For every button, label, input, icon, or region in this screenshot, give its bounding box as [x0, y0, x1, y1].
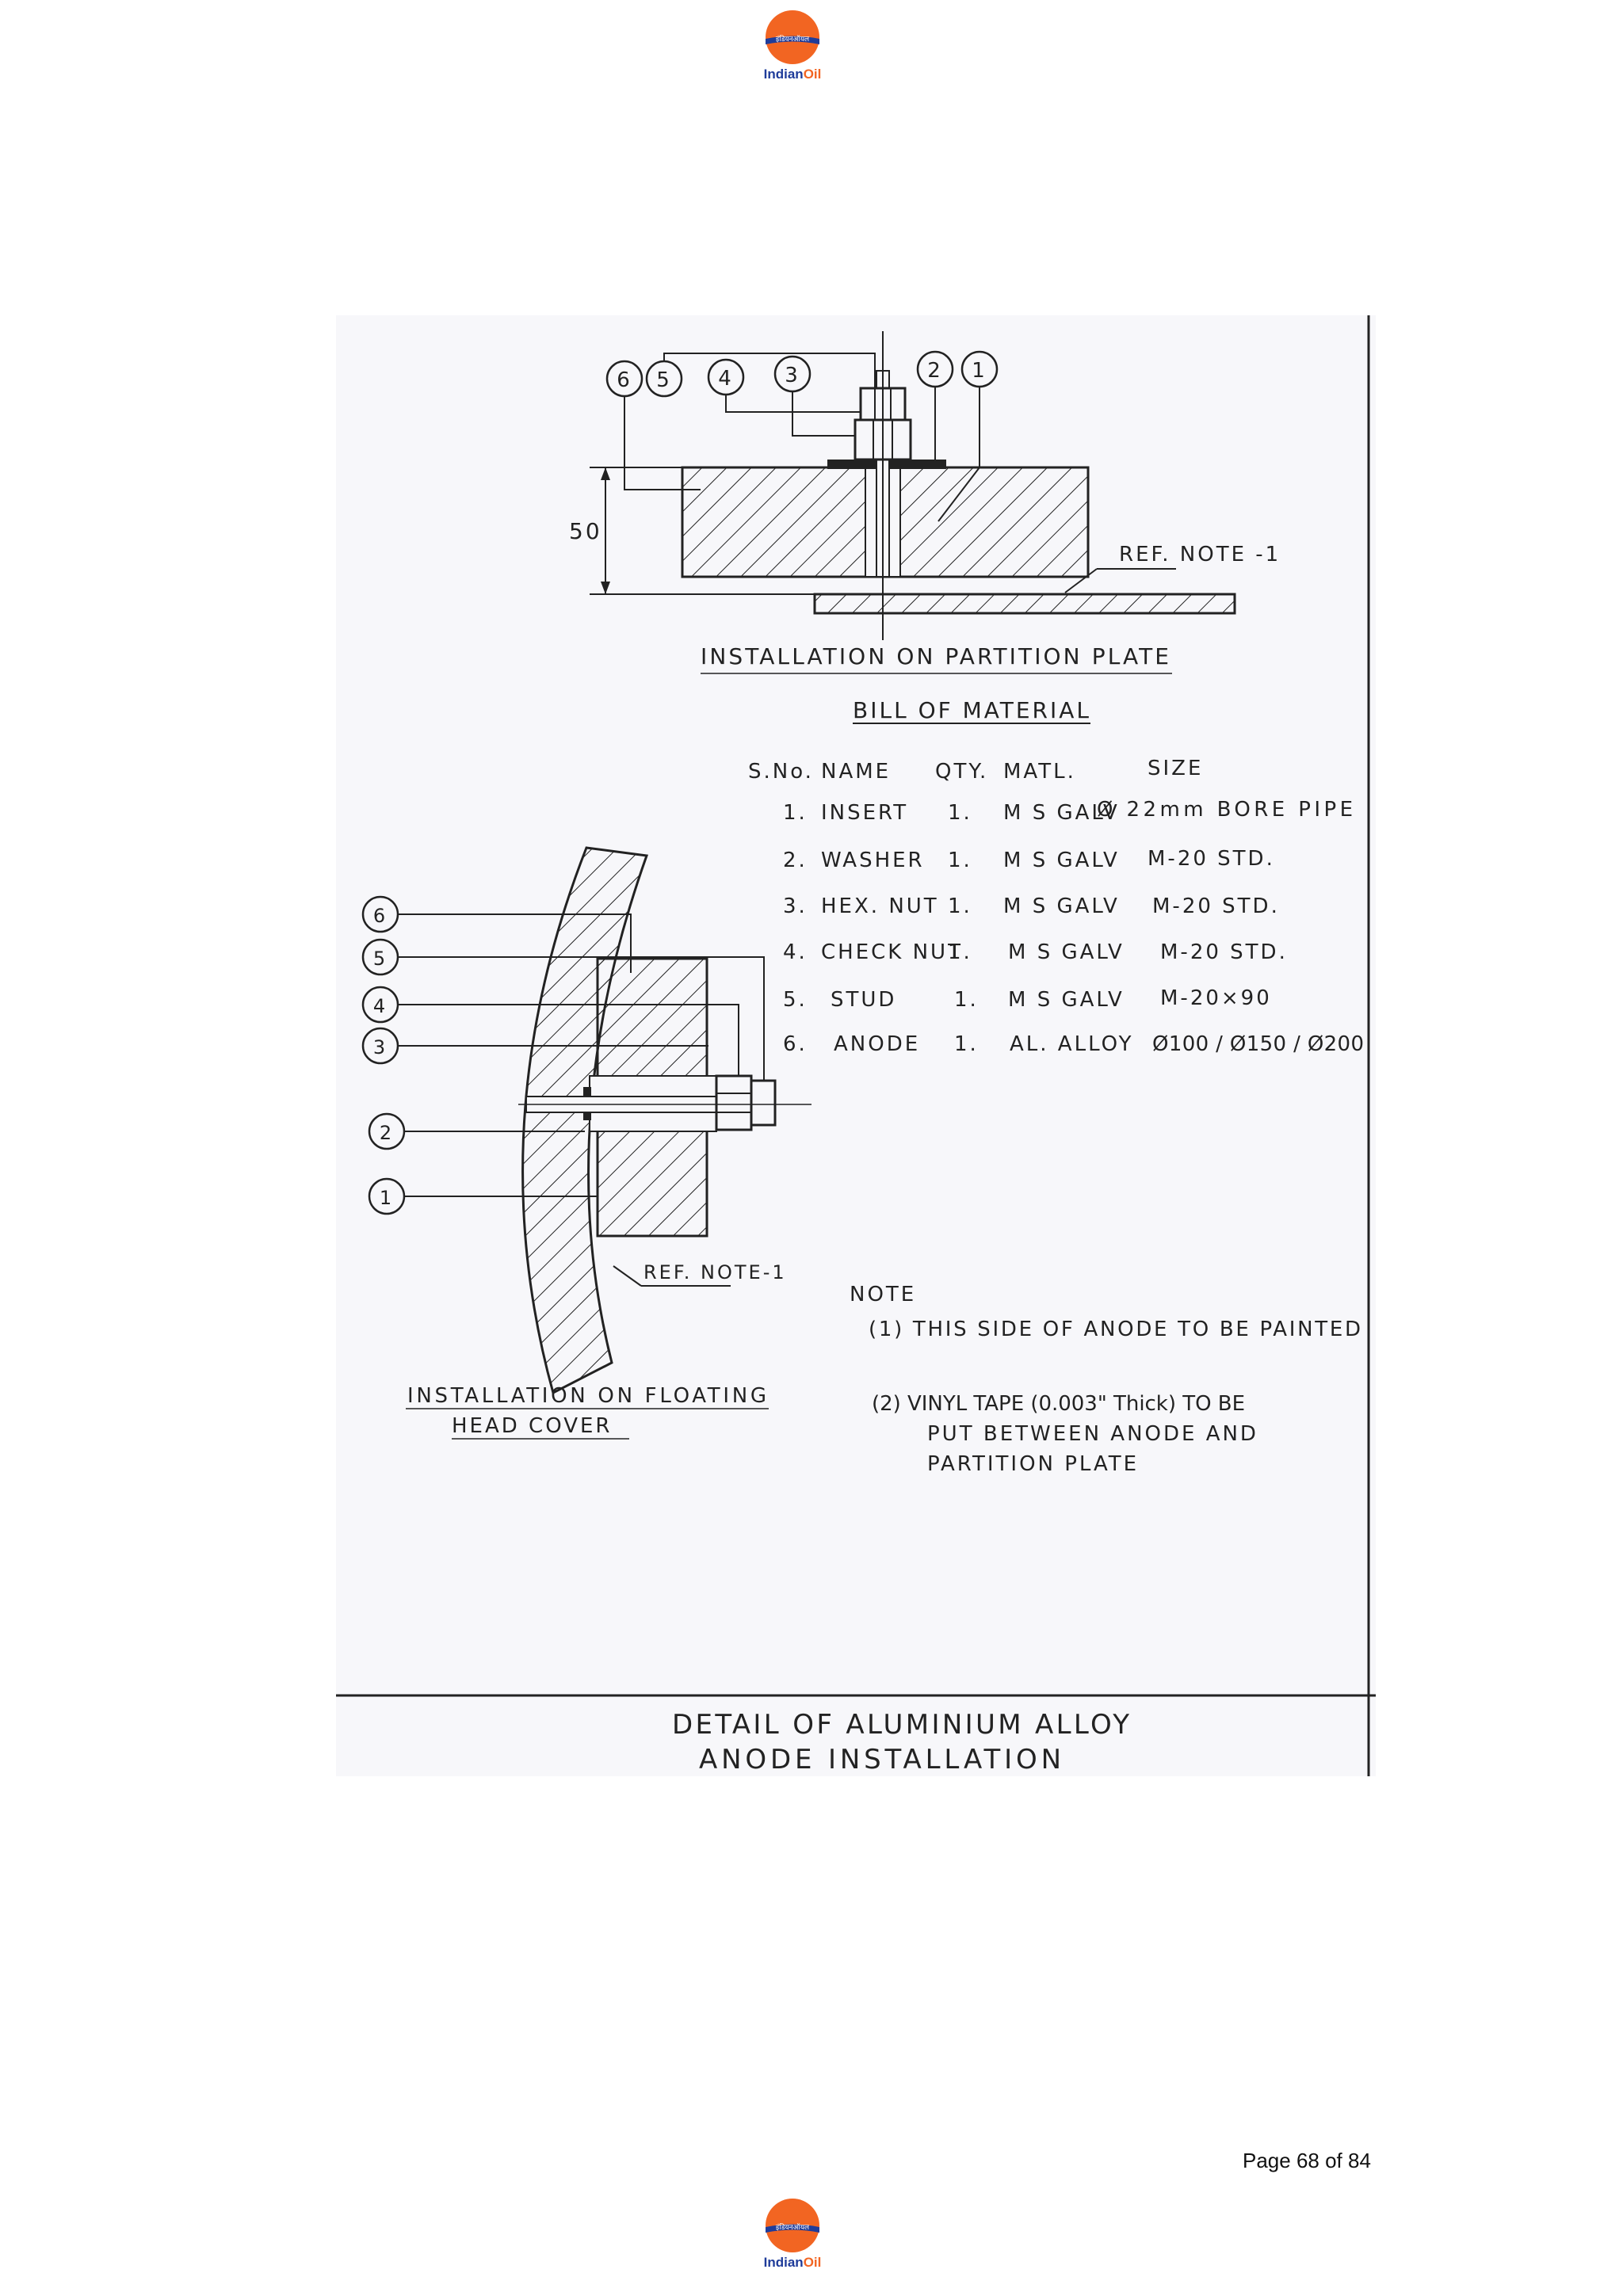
bom-cell: 1. [948, 940, 972, 964]
bom-cell: M S GALV [1008, 940, 1125, 964]
indianoil-emblem-icon: इंडियनऑयल [766, 2199, 819, 2252]
bom-header-matl: MATL. [1003, 760, 1076, 784]
balloon-top-2: 2 [927, 359, 943, 383]
indianoil-emblem-icon: इंडियनऑयल [766, 10, 819, 64]
bom-header-name: NAME [821, 760, 891, 784]
engineering-drawing: 50 REF. NOTE -1 6 5 4 3 2 1 [336, 315, 1376, 1776]
bom-row: 6. ANODE 1. AL. ALLOY Ø100 / Ø150 / Ø200 [783, 1032, 1366, 1056]
bom-cell: 6. [783, 1032, 808, 1056]
bom-cell: M-20 STD. [1160, 940, 1288, 964]
note-2-line3: PARTITION PLATE [927, 1452, 1139, 1476]
caption-floating-line2: HEAD COVER [452, 1414, 613, 1438]
ref-note-top: REF. NOTE -1 [1119, 543, 1281, 566]
note-1: (1) THIS SIDE OF ANODE TO BE PAINTED [869, 1318, 1363, 1341]
partition-plate [813, 593, 1236, 615]
bom-cell: M-20×90 [1160, 986, 1272, 1010]
logo-word-indian: Indian [763, 67, 804, 82]
bom-cell: 2. [783, 849, 808, 872]
bom-row: 1. INSERT 1. M S GALV Ø 22mm BORE PIPE [783, 798, 1355, 825]
logo-word-oil: Oil [803, 2255, 822, 2270]
bom-cell: M S GALV [1003, 894, 1120, 918]
balloon-top-3: 3 [785, 364, 800, 387]
bom-row: 3. HEX. NUT 1. M S GALV M-20 STD. [783, 894, 1280, 918]
bom-header-size: SIZE [1148, 757, 1203, 780]
logo-hindi-text: इंडियनऑयल [776, 2222, 810, 2232]
balloon-left-1: 1 [380, 1187, 394, 1209]
bom-cell: STUD [831, 988, 896, 1012]
bom-cell: M S GALV [1003, 801, 1120, 825]
bom-cell: INSERT [821, 801, 908, 825]
bom-header-qty: QTY. [935, 760, 988, 784]
balloon-left-4: 4 [373, 995, 388, 1017]
bom-cell: M-20 STD. [1148, 847, 1275, 871]
bom-cell: HEX. NUT [821, 894, 939, 918]
drawing-title-line2: ANODE INSTALLATION [699, 1744, 1064, 1775]
bom-cell: 1. [948, 849, 972, 872]
bom-cell: Ø100 / Ø150 / Ø200 [1152, 1032, 1366, 1056]
bom-cell: 1. [783, 801, 808, 825]
ref-note-bottom: REF. NOTE-1 [643, 1261, 787, 1283]
floating-head-view: 6 5 4 3 2 1 REF. NOTE-1 INSTALLATION ON … [361, 846, 812, 1440]
note-title: NOTE [850, 1283, 916, 1306]
indianoil-logo-top: इंडियनऑयल IndianOil [761, 10, 824, 97]
bom-cell: M S GALV [1003, 849, 1120, 872]
balloon-left-2: 2 [380, 1122, 394, 1144]
balloon-top-4: 4 [718, 367, 734, 391]
notes: NOTE (1) THIS SIDE OF ANODE TO BE PAINTE… [850, 1283, 1363, 1476]
bom-cell: Ø 22mm BORE PIPE [1097, 798, 1355, 822]
caption-floating-line1: INSTALLATION ON FLOATING [407, 1384, 769, 1408]
balloon-left-6: 6 [373, 905, 388, 927]
logo-hindi-text: इंडियनऑयल [776, 34, 810, 44]
balloon-top-6: 6 [617, 368, 632, 392]
bom-cell: 1. [948, 894, 972, 918]
side-hex-nut [715, 1074, 753, 1131]
note-2-line2: PUT BETWEEN ANODE AND [927, 1422, 1258, 1446]
bom-cell: 1. [954, 988, 979, 1012]
bom-cell: M-20 STD. [1152, 894, 1280, 918]
balloons-left: 6 5 4 3 2 1 [361, 895, 765, 1215]
bom-cell: 5. [783, 988, 808, 1012]
drawing-title-line1: DETAIL OF ALUMINIUM ALLOY [672, 1709, 1132, 1741]
dimension-label: 50 [569, 518, 602, 544]
bom-cell: AL. ALLOY [1010, 1032, 1134, 1056]
bom-cell: M S GALV [1008, 988, 1125, 1012]
bom-row: 5. STUD 1. M S GALV M-20×90 [783, 986, 1272, 1012]
bom-header-sno: S.No. [748, 760, 814, 784]
bom-cell: 3. [783, 894, 808, 918]
bom-cell: CHECK NUT [821, 940, 963, 964]
bom-cell: ANODE [834, 1032, 920, 1056]
bom-row: 2. WASHER 1. M S GALV M-20 STD. [783, 847, 1275, 872]
side-check-nut [750, 1079, 777, 1127]
logo-word-indian: Indian [763, 2255, 804, 2270]
balloon-left-5: 5 [373, 948, 388, 970]
balloon-top-1: 1 [972, 359, 987, 383]
bom-title: BILL OF MATERIAL [853, 697, 1091, 723]
note-2-line1: (2) VINYL TAPE (0.003" Thick) TO BE [872, 1392, 1247, 1416]
logo-word-oil: Oil [803, 67, 822, 82]
title-block: DETAIL OF ALUMINIUM ALLOY ANODE INSTALLA… [672, 1709, 1132, 1775]
bom-cell: WASHER [821, 849, 925, 872]
bom-cell: 4. [783, 940, 808, 964]
bom-cell: 1. [948, 801, 972, 825]
bom-cell: 1. [954, 1032, 979, 1056]
partition-plate-view: 50 REF. NOTE -1 6 5 4 3 2 1 [569, 331, 1281, 674]
caption-partition: INSTALLATION ON PARTITION PLATE [701, 643, 1171, 669]
logo-wordmark: IndianOil [761, 2255, 824, 2271]
balloons-top: 6 5 4 3 2 1 [605, 350, 999, 522]
bom-row: 4. CHECK NUT 1. M S GALV M-20 STD. [783, 940, 1288, 964]
balloon-top-5: 5 [656, 368, 672, 392]
bill-of-material: BILL OF MATERIAL S.No. NAME QTY. MATL. S… [748, 697, 1366, 1056]
logo-wordmark: IndianOil [761, 67, 824, 82]
page-number: Page 68 of 84 [1243, 2149, 1371, 2172]
balloon-left-3: 3 [373, 1036, 388, 1058]
indianoil-logo-bottom: इंडियनऑयल IndianOil [761, 2198, 824, 2285]
